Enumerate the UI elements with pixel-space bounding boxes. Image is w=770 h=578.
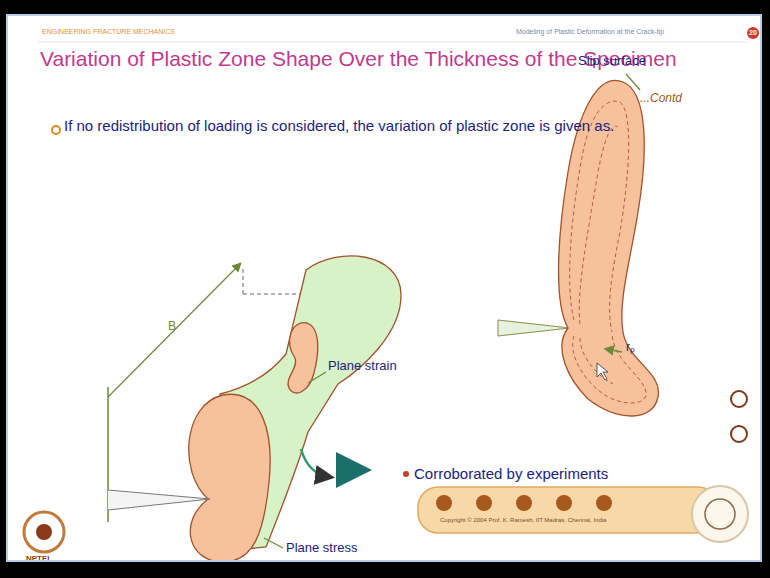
slide-panel: Variation of Plastic Zone Shape Over the… [6,14,762,562]
radius-label: rₚ [626,341,635,355]
zone-label: Plane stress [286,541,358,556]
contd-note: ...Contd [640,92,682,106]
zone-label: Slip surface [578,54,646,69]
header-course: ENGINEERING FRACTURE MECHANICS [42,28,175,36]
note-text: Corroborated by experiments [414,465,608,482]
bullet-text: If no redistribution of loading is consi… [64,117,724,136]
axis-label: B [168,320,176,334]
zone-label: Plane strain [328,359,397,374]
slide-number: 20 [749,29,757,37]
header-topic: Modeling of Plastic Deformation at the C… [516,28,664,36]
copyright-text: Copyright © 2004 Prof. K. Ramesh, IIT Ma… [440,517,606,524]
logo-text: NPTEL [26,554,52,562]
